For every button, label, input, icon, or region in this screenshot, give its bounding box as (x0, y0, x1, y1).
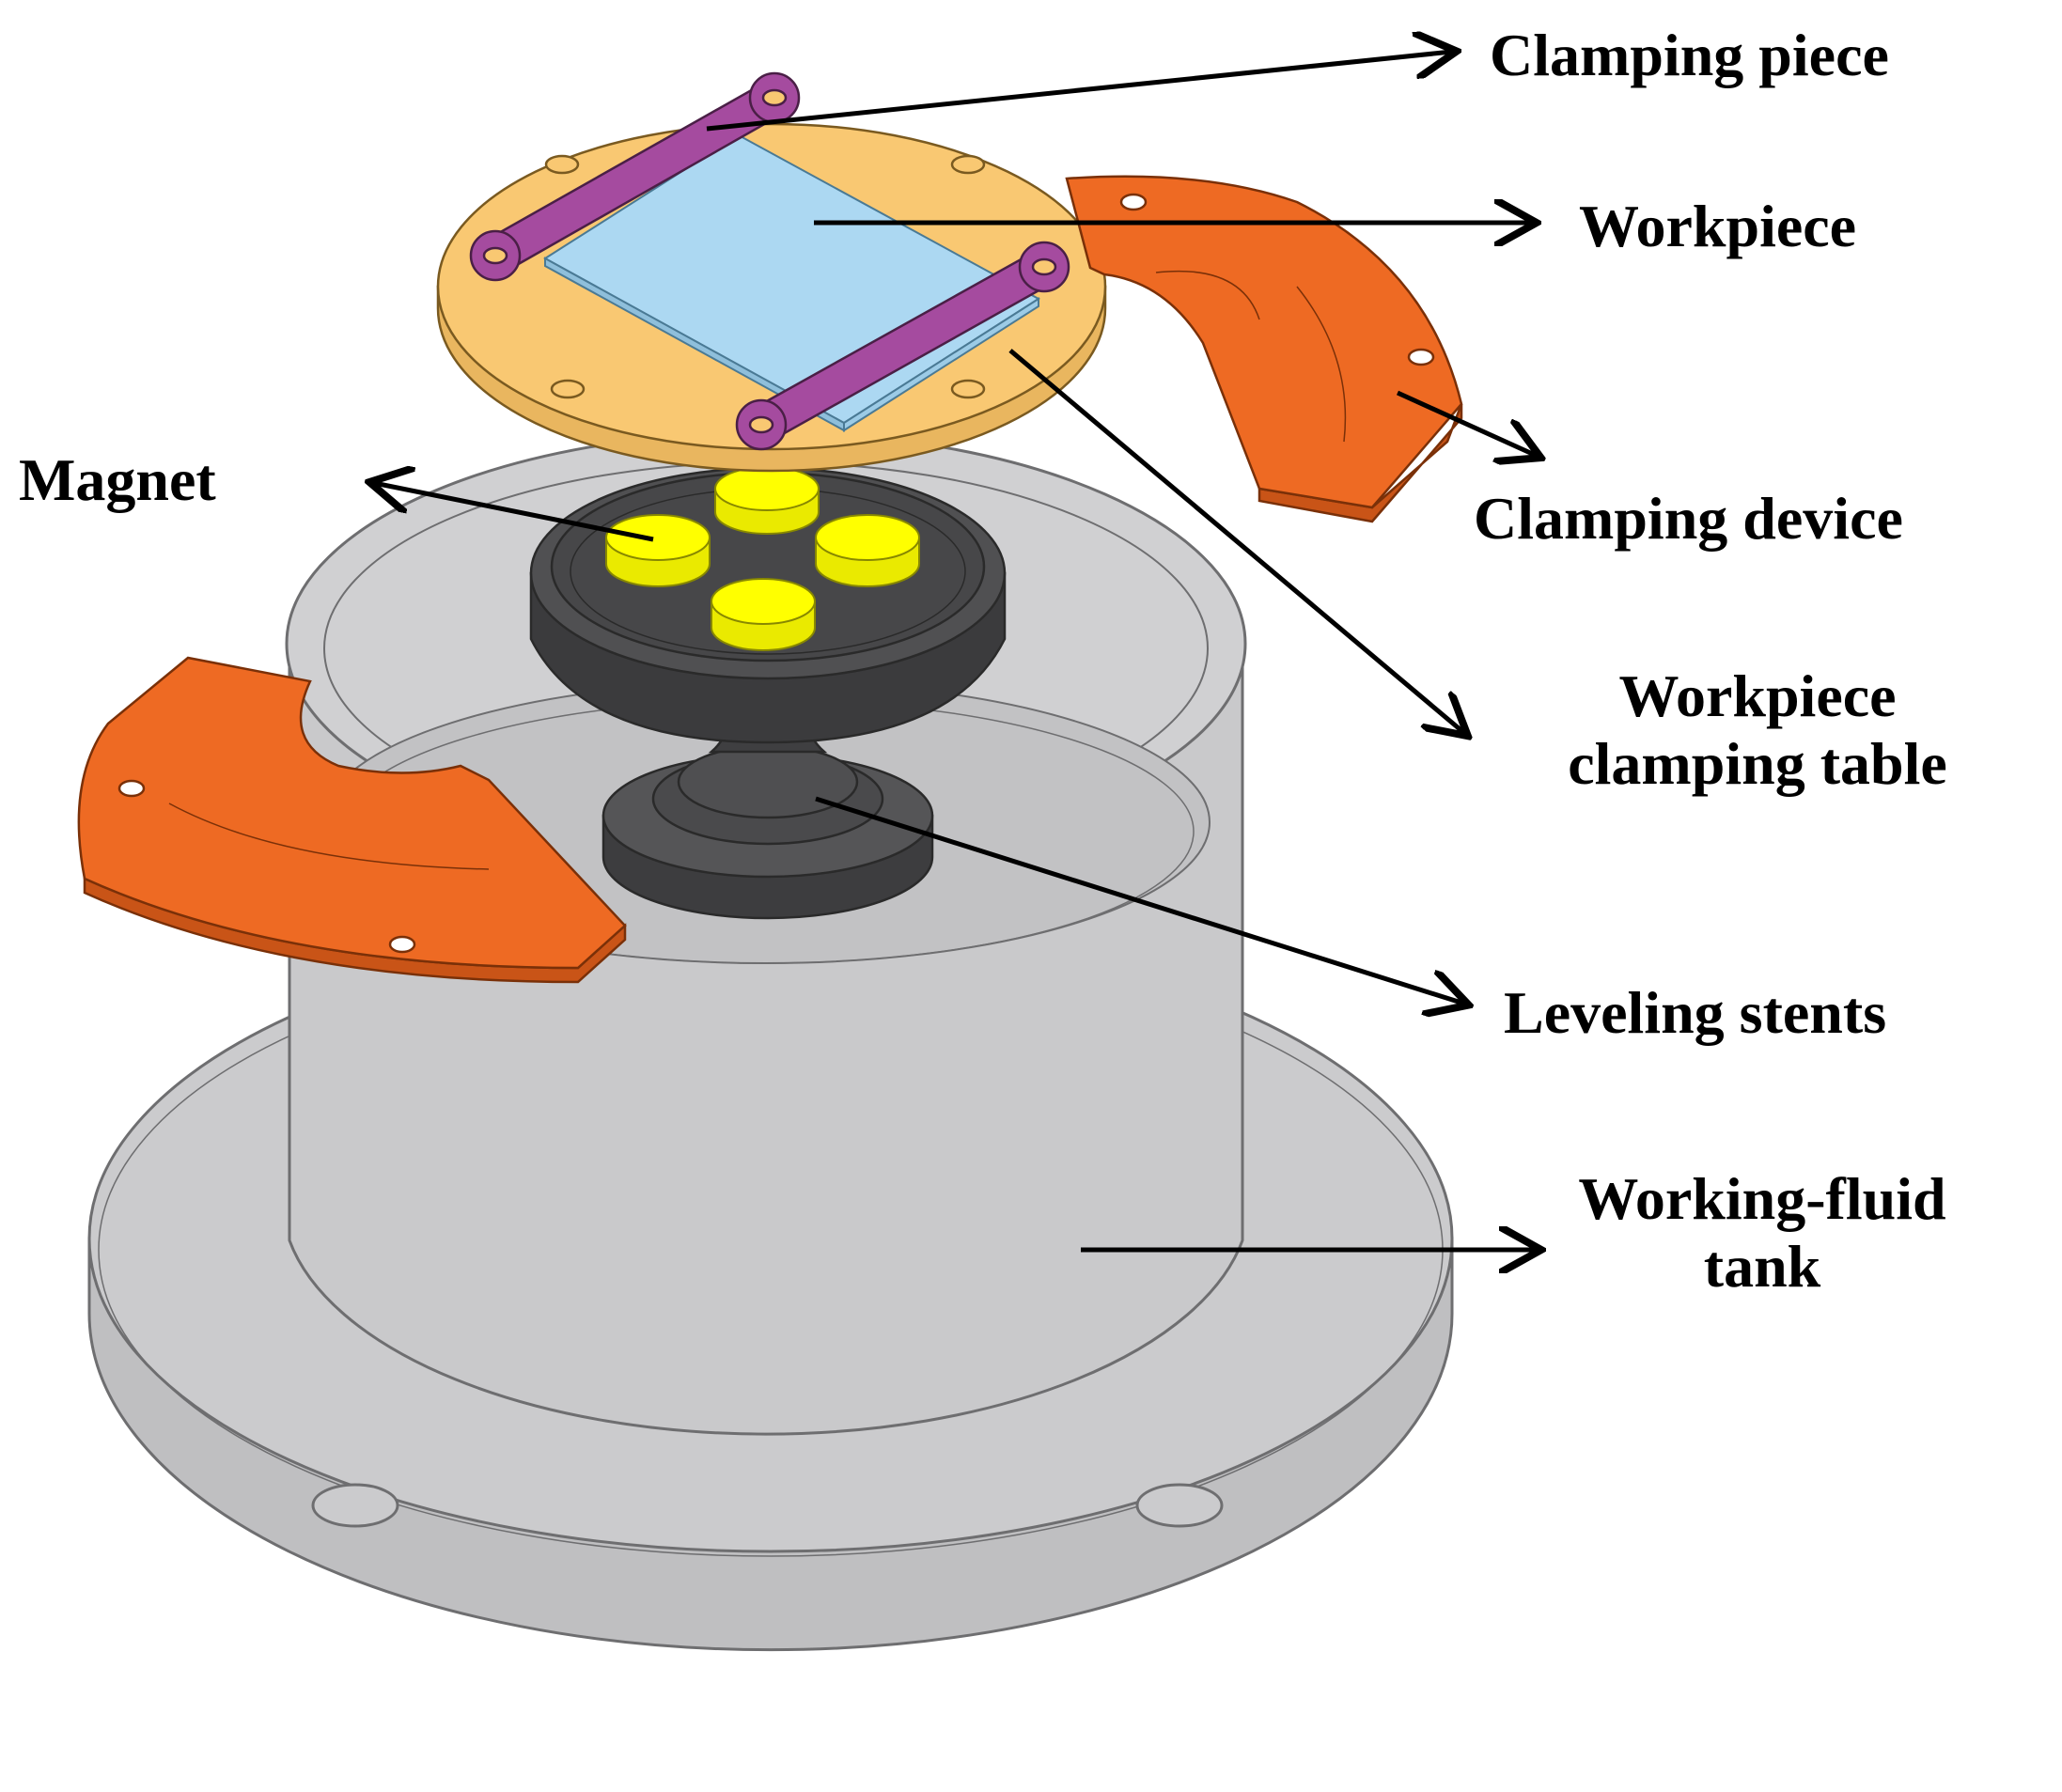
magnet-left (605, 514, 711, 587)
flange-hole (1135, 1483, 1224, 1528)
label-working-fluid-tank-line2: tank (1703, 1232, 1821, 1300)
arrow-leveling-stents (815, 796, 1464, 1004)
label-leveling-stents: Leveling stents (1504, 979, 1887, 1046)
label-workpiece-clamping-table-line2: clamping table (1568, 729, 1947, 797)
magnet-back (714, 466, 820, 535)
label-clamping-device: Clamping device (1474, 485, 1903, 552)
arrow-clamping-piece (706, 52, 1452, 132)
clamping-piece-lower (735, 241, 1070, 451)
label-workpiece-clamping-table: Workpiece clamping table (1508, 662, 2007, 797)
clamping-device (77, 175, 1463, 984)
leader-arrows (374, 52, 1537, 1250)
magnet-right (815, 514, 920, 587)
arrow-magnet (374, 483, 654, 542)
clamping-device-right (1065, 175, 1463, 523)
label-working-fluid-tank: Working-fluid tank (1513, 1165, 2011, 1300)
label-magnet: Magnet (19, 446, 216, 513)
magnets (605, 466, 920, 651)
label-workpiece-clamping-table-line1: Workpiece (1618, 662, 1897, 729)
clamping-piece-upper (469, 71, 801, 282)
clamping-device-left (77, 656, 627, 984)
label-working-fluid-tank-line1: Working-fluid (1578, 1165, 1946, 1232)
arrow-clamping-device (1396, 390, 1537, 456)
arrow-workpiece-clamping-table (1008, 349, 1464, 733)
label-workpiece: Workpiece (1579, 193, 1857, 259)
clamping-pieces (469, 71, 1070, 451)
magnet-front (711, 578, 816, 651)
label-clamping-piece: Clamping piece (1490, 22, 1889, 88)
flange-hole (311, 1483, 399, 1528)
